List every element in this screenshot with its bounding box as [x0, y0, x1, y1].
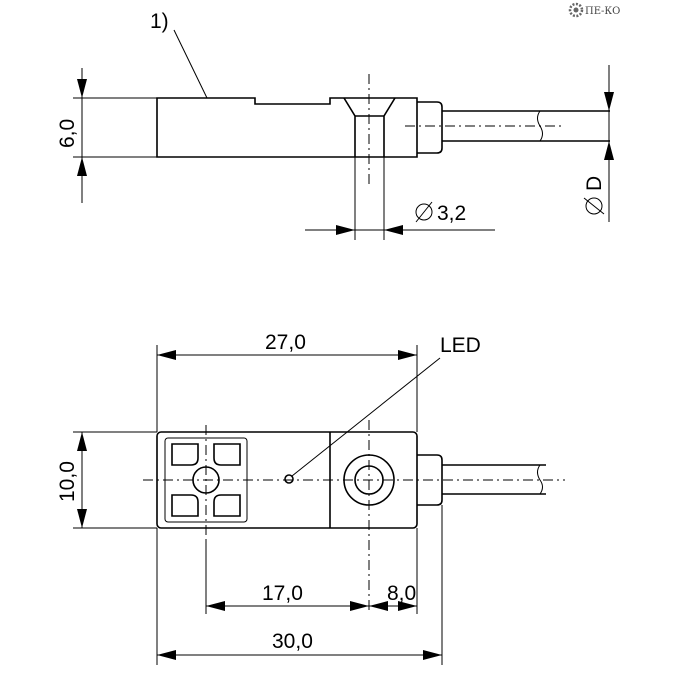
arrow-6-bottom [77, 157, 87, 176]
dim-label-17: 17,0 [262, 582, 303, 605]
arrow-6-top [77, 79, 87, 98]
arrow-8-right [398, 601, 417, 611]
arrow-d-bottom [604, 141, 614, 160]
arrow-d-top [604, 92, 614, 111]
diameter-icon-d [583, 197, 605, 215]
logo: ПЕ-КО [568, 2, 620, 18]
sensor-body-side [156, 97, 418, 158]
arrow-27-left [157, 350, 176, 360]
led-leader [291, 357, 441, 477]
arrow-17-left [206, 601, 225, 611]
arrow-32-right [384, 225, 403, 235]
cable-gland-side [417, 101, 443, 154]
arrow-17-right [350, 601, 369, 611]
arrow-8-left [369, 601, 388, 611]
note-label: 1) [150, 10, 169, 33]
gear-icon [568, 2, 584, 18]
side-view: 1) 6,0 3,2 D [56, 10, 614, 240]
diameter-icon [415, 201, 433, 223]
front-view: LED 27,0 10,0 17,0 [56, 331, 565, 665]
arrow-10-top [77, 432, 87, 451]
cable-break [537, 110, 543, 142]
dim-label-30: 30,0 [272, 630, 313, 653]
dim-label-27: 27,0 [265, 331, 306, 354]
logo-text: ПЕ-КО [585, 6, 620, 17]
arrow-27-right [398, 350, 417, 360]
arrow-30-left [157, 650, 176, 660]
note-leader [173, 29, 208, 99]
cable-gland-front [417, 454, 443, 506]
cable-front-break [537, 464, 543, 495]
arrow-30-right [423, 650, 442, 660]
dim-label-8: 8,0 [387, 582, 416, 605]
arrow-10-bottom [77, 509, 87, 528]
dim-label-32: 3,2 [437, 202, 466, 225]
arrow-32-left [336, 225, 355, 235]
led-label: LED [440, 334, 481, 357]
dim-label-6: 6,0 [56, 119, 79, 148]
dim-label-d: D [583, 176, 606, 191]
led-indicator [284, 474, 294, 484]
dim-label-10: 10,0 [56, 461, 79, 502]
